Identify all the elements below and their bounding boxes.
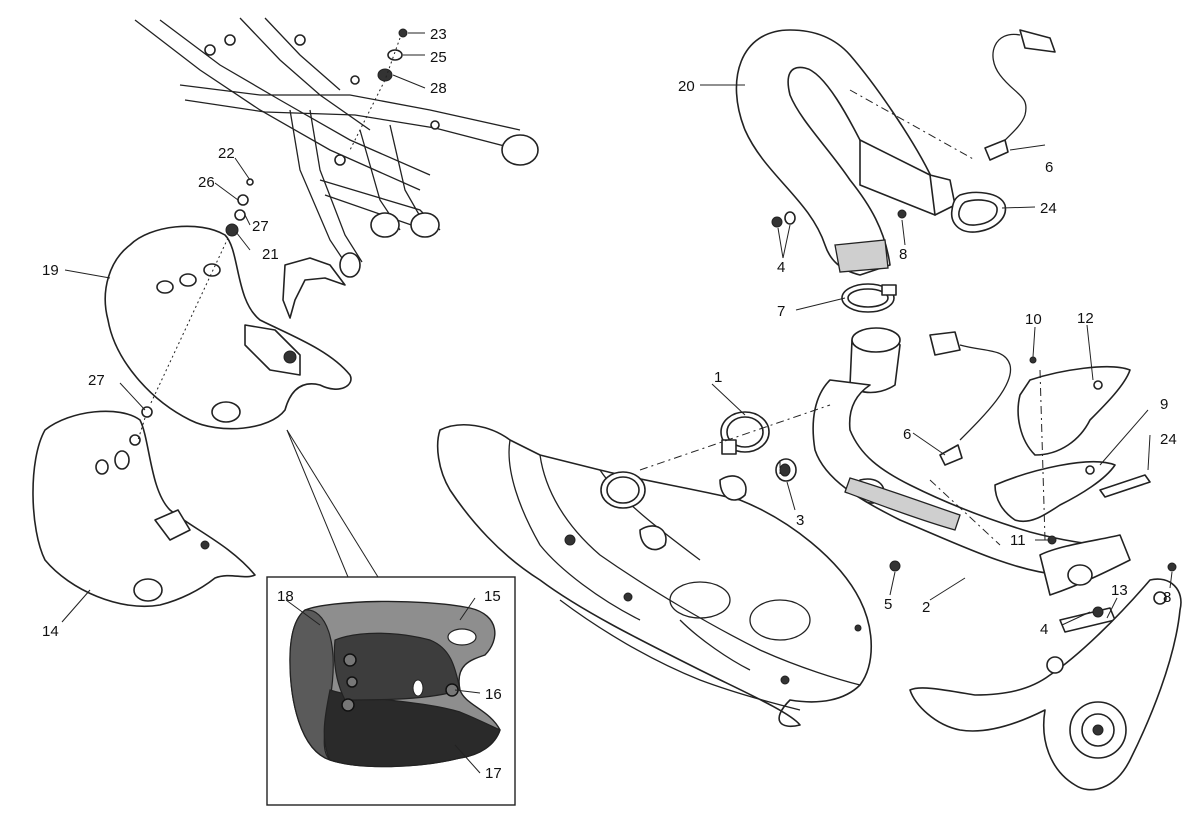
oxygen-sensor-6-lower bbox=[929, 331, 1012, 466]
heat-shield-19 bbox=[104, 225, 352, 430]
callout-19: 19 bbox=[42, 262, 59, 279]
callout-11: 11 bbox=[1010, 532, 1026, 549]
muffler-bracket bbox=[909, 578, 1182, 791]
exhaust-pipe-20 bbox=[735, 29, 976, 276]
callout-labels: 1 2 3 4 4 5 6 6 7 8 8 9 10 11 12 13 14 1… bbox=[42, 26, 1177, 782]
callout-7: 7 bbox=[777, 303, 785, 320]
callout-14: 14 bbox=[42, 623, 59, 640]
pipe-fasteners bbox=[771, 209, 907, 228]
heat-guard-9 bbox=[994, 460, 1151, 545]
top-fasteners bbox=[349, 28, 408, 151]
callout-10: 10 bbox=[1025, 311, 1042, 328]
callout-27-lower: 27 bbox=[88, 372, 105, 389]
callout-1: 1 bbox=[714, 369, 722, 386]
callout-leaders bbox=[61, 32, 1173, 774]
clamp-7 bbox=[841, 283, 897, 313]
callout-5: 5 bbox=[884, 596, 892, 613]
callout-27-upper: 27 bbox=[252, 218, 269, 235]
callout-18: 18 bbox=[277, 588, 294, 605]
callout-17: 17 bbox=[485, 765, 502, 782]
gaskets-3-5 bbox=[775, 458, 901, 572]
gasket-24-top bbox=[950, 191, 1007, 233]
callout-6-lower: 6 bbox=[903, 426, 911, 443]
inset-detail-box bbox=[266, 429, 516, 806]
callout-15: 15 bbox=[484, 588, 501, 605]
heat-guard-12 bbox=[1017, 356, 1131, 456]
oxygen-sensor-6-top bbox=[984, 29, 1056, 161]
muffler-body bbox=[436, 424, 873, 727]
callout-24-upper: 24 bbox=[1040, 200, 1057, 217]
callout-22: 22 bbox=[218, 145, 235, 162]
callout-8-lower: 8 bbox=[1163, 589, 1171, 606]
callout-12: 12 bbox=[1077, 310, 1094, 327]
clamp-1 bbox=[720, 411, 770, 455]
callout-20: 20 bbox=[678, 78, 695, 95]
callout-9: 9 bbox=[1160, 396, 1168, 413]
heat-shield-14 bbox=[32, 410, 256, 607]
callout-24-lower: 24 bbox=[1160, 431, 1177, 448]
callout-4-lower: 4 bbox=[1040, 621, 1048, 638]
callout-2: 2 bbox=[922, 599, 930, 616]
callout-25: 25 bbox=[430, 49, 447, 66]
rear-subframe bbox=[134, 17, 539, 319]
callout-3: 3 bbox=[796, 512, 804, 529]
callout-13: 13 bbox=[1111, 582, 1128, 599]
exhaust-pipe-2 bbox=[812, 327, 1131, 596]
callout-26: 26 bbox=[198, 174, 215, 191]
callout-4-upper: 4 bbox=[777, 259, 785, 276]
callout-8-upper: 8 bbox=[899, 246, 907, 263]
callout-28: 28 bbox=[430, 80, 447, 97]
assembly-guides bbox=[639, 369, 1046, 541]
callout-21: 21 bbox=[262, 246, 279, 263]
callout-23: 23 bbox=[430, 26, 447, 43]
callout-6-upper: 6 bbox=[1045, 159, 1053, 176]
callout-16: 16 bbox=[485, 686, 502, 703]
